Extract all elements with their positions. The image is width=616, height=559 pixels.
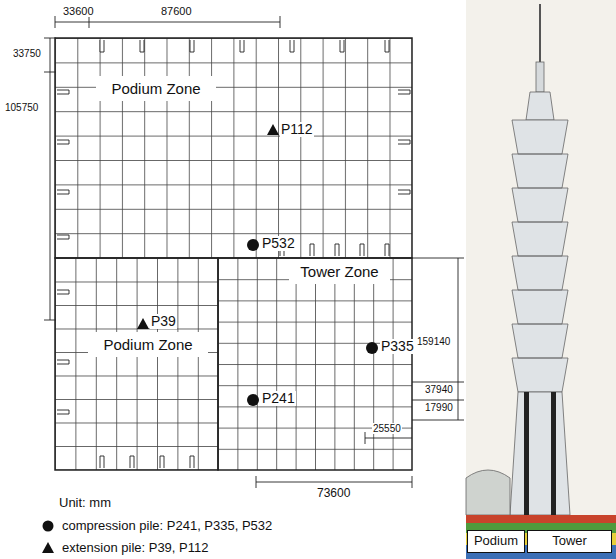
pile-id: P335: [380, 339, 415, 354]
dimension-value: 17990: [424, 402, 454, 413]
podium-grid: [55, 258, 218, 470]
podium-grid: [55, 38, 412, 258]
extension-pile: [267, 124, 279, 135]
compression-pile: [247, 239, 259, 251]
tower-modules: [512, 120, 568, 392]
tower-spire: [536, 62, 544, 92]
legend-text: extension pile: P39, P112: [62, 541, 208, 555]
zone-label-box: Podium Zone: [96, 76, 216, 101]
dimension-value: 25550: [372, 423, 402, 434]
dimension-value: 159140: [416, 336, 451, 347]
node-text: Tower: [533, 534, 606, 549]
legend-symbol: [42, 542, 54, 553]
extension-pile: [137, 318, 149, 329]
dimension-lines: [44, 16, 464, 488]
dimension-value: 73600: [316, 487, 351, 500]
podium-building: [466, 470, 510, 515]
compression-pile: [366, 342, 378, 354]
dimension-value: 33750: [12, 48, 42, 59]
dimension-value: 33600: [62, 5, 95, 17]
pile-id: P532: [261, 236, 296, 251]
zone-label-box: Podium Zone: [88, 332, 208, 357]
section-label-box: Podium: [467, 530, 525, 553]
node-text: Podium Zone: [102, 336, 194, 353]
section-label-box: Tower: [527, 530, 612, 553]
legend-marker: [40, 540, 56, 556]
legend-entry: extension pile: P39, P112: [40, 540, 208, 556]
legend-text: compression pile: P241, P335, P532: [62, 519, 272, 533]
tower-spire: [539, 4, 541, 62]
pile-id: P241: [261, 391, 296, 406]
pile-id: P39: [150, 314, 177, 329]
tower-crown: [526, 92, 554, 120]
compression-pile: [247, 394, 259, 406]
legend-entry: compression pile: P241, P335, P532: [40, 518, 272, 534]
legend-symbol: [43, 521, 54, 532]
zone-label-box: Tower Zone: [289, 259, 390, 284]
tower-base: [510, 392, 570, 515]
illustration-sky: [466, 0, 616, 515]
ground-layer: [466, 515, 616, 523]
dimension-value: 37940: [424, 384, 454, 395]
tower-column: [551, 392, 556, 515]
edge-ticks: [57, 40, 410, 468]
node-text: Tower Zone: [299, 263, 380, 280]
dimension-value: 105750: [4, 102, 39, 113]
dimension-value: 87600: [160, 5, 193, 17]
node-text: Podium: [473, 534, 519, 549]
pile-id: P112: [280, 122, 314, 137]
unit-note: Unit: mm: [58, 496, 112, 510]
node-text: Podium Zone: [110, 80, 202, 97]
tower-column: [524, 392, 529, 515]
legend-marker: [40, 518, 56, 534]
